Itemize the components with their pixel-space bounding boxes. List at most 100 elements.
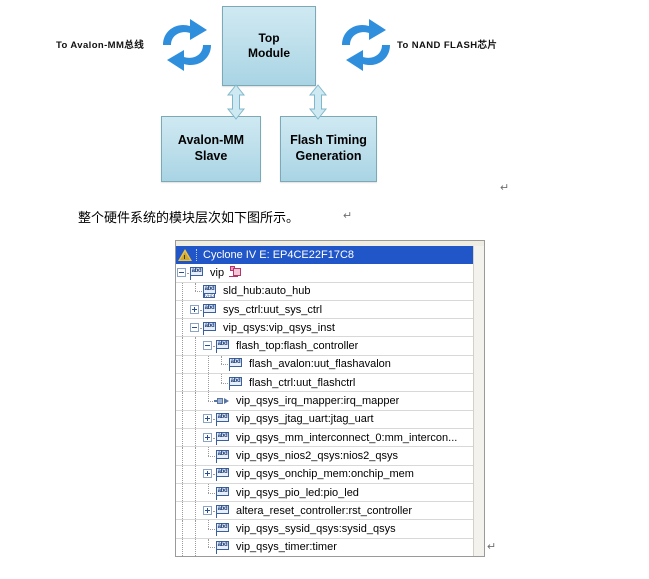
tree-row-label: flash_ctrl:uut_flashctrl — [249, 376, 356, 389]
double-arrow-vertical-icon — [226, 84, 246, 120]
block-flash-line1: Flash Timing — [290, 133, 367, 148]
tree-guide — [176, 392, 189, 410]
block-flash-timing-generation: Flash Timing Generation — [280, 116, 377, 182]
tree-row-label: vip_qsys_jtag_uart:jtag_uart — [236, 413, 374, 426]
vertical-scrollbar[interactable] — [473, 246, 484, 556]
tree-guide — [189, 355, 202, 374]
tree-elbow — [202, 520, 215, 537]
tree-row-label: vip_qsys_nios2_qsys:nios2_qsys — [236, 449, 399, 462]
expand-toggle-icon[interactable] — [202, 429, 217, 446]
tree-guide — [176, 502, 189, 520]
tree-guide — [189, 447, 202, 465]
tree-row-label: vip_qsys_onchip_mem:onchip_mem — [236, 468, 414, 481]
paragraph-mark: ↵ — [487, 541, 497, 553]
collapse-toggle-icon[interactable] — [189, 319, 204, 336]
tree-row-label: sys_ctrl:uut_sys_ctrl — [223, 303, 323, 316]
abd-flag-icon: abd — [228, 356, 245, 373]
tree-guide — [189, 392, 202, 410]
block-avalon-line2: Slave — [194, 149, 228, 163]
tree-row[interactable]: abd vip_qsys_mm_interconnect_0:mm_interco… — [176, 428, 473, 448]
expand-toggle-icon[interactable] — [202, 466, 217, 483]
paragraph-mark: ↵ — [343, 210, 353, 222]
expand-toggle-icon[interactable] — [202, 411, 217, 428]
tree-guide — [176, 337, 189, 355]
tree-row[interactable]: abd vip_qsys_jtag_uart:jtag_uart — [176, 410, 473, 429]
tree-row-label: vip_qsys_timer:timer — [236, 541, 337, 554]
block-flash-line2: Generation — [295, 149, 362, 163]
expand-toggle-icon[interactable] — [202, 502, 217, 519]
warning-triangle-icon — [176, 246, 194, 263]
tree-guide — [176, 447, 189, 465]
abd-flag-icon: abd — [215, 429, 232, 446]
tree-guide — [176, 374, 189, 392]
tree-row[interactable]: abd vip_qsys_timer:timer — [176, 538, 473, 556]
tree-guide — [189, 465, 202, 483]
abd-flag-icon: abd — [202, 301, 219, 318]
tree-row-label: sld_hub:auto_hub — [223, 285, 311, 298]
block-avalon-mm-slave: Avalon-MM Slave — [161, 116, 261, 182]
expand-toggle-icon[interactable] — [189, 301, 204, 318]
tree-elbow — [202, 538, 215, 556]
tree-guide — [176, 520, 189, 538]
tree-guide — [176, 465, 189, 483]
body-paragraph: 整个硬件系统的模块层次如下图所示。 — [78, 207, 299, 226]
abd-flag-icon: abd — [215, 520, 232, 537]
tree-row-label: vip_qsys:vip_qsys_inst — [223, 321, 335, 334]
paragraph-mark: ↵ — [500, 182, 510, 194]
tree-elbow — [215, 374, 228, 391]
abd-flag-icon: abd — [215, 411, 232, 428]
tree-guide — [176, 319, 189, 337]
label-to-avalon-mm-bus: To Avalon-MM总线 — [56, 40, 145, 51]
chip-icon — [229, 264, 246, 281]
device-label: Cyclone IV E: EP4CE22F17C8 — [196, 248, 354, 261]
tree-guide — [189, 374, 202, 392]
double-arrow-vertical-icon — [308, 84, 328, 120]
pin-icon — [214, 392, 232, 409]
tree-guide — [189, 502, 202, 520]
tree-guide — [176, 483, 189, 502]
tree-row-label: vip_qsys_pio_led:pio_led — [236, 486, 359, 499]
tree-guide — [189, 538, 202, 556]
collapse-toggle-icon[interactable] — [202, 337, 217, 354]
block-diagram: Top Module Avalon-MM Slave Flash Timing … — [0, 0, 649, 194]
paragraph-text: 整个硬件系统的模块层次如下图所示。 — [78, 211, 300, 226]
tree-guide — [189, 428, 202, 447]
tree-guide — [189, 520, 202, 538]
block-top-module-line2: Module — [248, 46, 290, 60]
tree-row-device-header[interactable]: Cyclone IV E: EP4CE22F17C8 — [176, 246, 473, 265]
tree-guide — [176, 355, 189, 374]
tree-elbow — [215, 355, 228, 373]
tree-guide — [189, 483, 202, 502]
tree-guide — [176, 538, 189, 556]
tree-row-label: vip — [210, 266, 225, 279]
tree-row-label: flash_top:flash_controller — [236, 340, 359, 353]
tree-guide — [189, 337, 202, 355]
tree-row[interactable]: abd flash_avalon:uut_flashavalon — [176, 355, 473, 375]
collapse-toggle-icon[interactable] — [176, 264, 191, 281]
abd-flag-icon: abd — [215, 539, 232, 556]
tree-elbow — [202, 447, 215, 464]
tree-row[interactable]: abd sys_ctrl:uut_sys_ctrl — [176, 300, 473, 320]
tree-guide — [189, 410, 202, 428]
tree-row-label: vip_qsys_mm_interconnect_0:mm_intercon..… — [236, 431, 458, 444]
tree-row-label: flash_avalon:uut_flashavalon — [249, 358, 391, 371]
tree-guide — [176, 428, 189, 447]
tree-row[interactable]: vip_qsys_irq_mapper:irq_mapper — [176, 392, 473, 411]
abd-flag-icon: abd — [189, 264, 206, 281]
tree-elbow — [202, 392, 215, 409]
tree-guide — [202, 374, 215, 392]
tree-elbow — [202, 483, 215, 501]
